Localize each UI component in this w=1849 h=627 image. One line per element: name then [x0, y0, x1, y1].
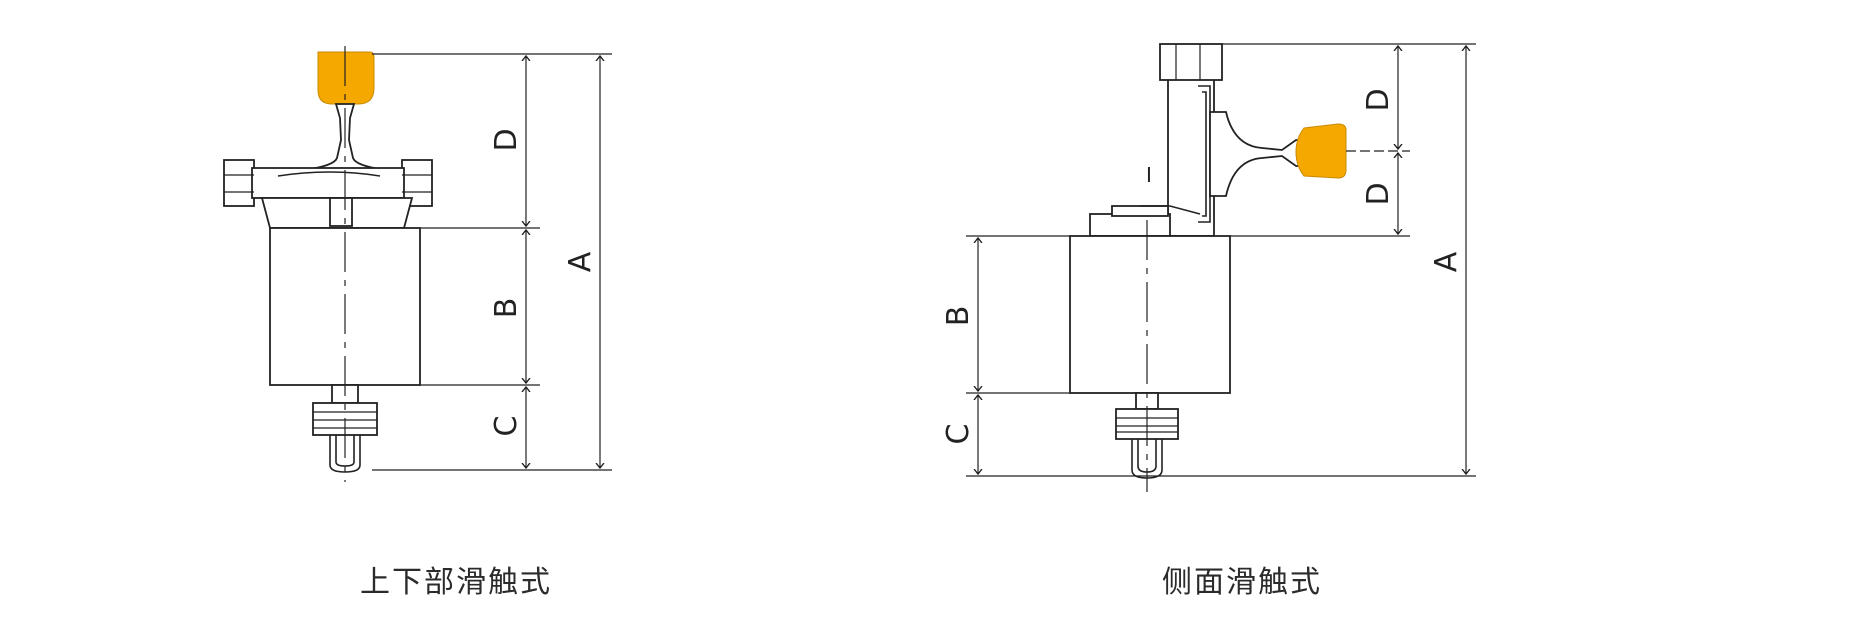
insulator-mark: I	[1146, 163, 1152, 187]
side-collector-shoe	[1295, 123, 1347, 179]
collector-shoe	[317, 51, 375, 105]
dim-label-B: B	[489, 298, 524, 319]
side-dim-label-D-upper: D	[1361, 88, 1396, 111]
side-dim-label-B: B	[941, 306, 976, 327]
mounting-plate-left	[223, 159, 255, 207]
side-dim-label-A: A	[1429, 251, 1464, 272]
stud-loop	[329, 435, 361, 473]
top-bottom-collector-drawing: D B C A	[223, 46, 612, 482]
side-collector-drawing: I D D A B C	[941, 43, 1476, 492]
side-dim-label-C: C	[941, 424, 976, 445]
side-base-step	[1089, 213, 1171, 237]
caption-top-bottom-type: 上下部滑触式	[360, 565, 552, 600]
bracket-top-cap	[1159, 43, 1223, 81]
dim-label-A: A	[563, 251, 598, 272]
caption-side-type: 侧面滑触式	[1162, 565, 1322, 600]
side-dim-label-D-lower: D	[1361, 182, 1396, 205]
dim-label-D: D	[489, 128, 524, 151]
side-rail-arm	[1209, 111, 1305, 197]
vertical-bracket	[1167, 65, 1215, 237]
side-insulator-body	[1069, 235, 1231, 394]
dim-label-C: C	[489, 416, 524, 437]
